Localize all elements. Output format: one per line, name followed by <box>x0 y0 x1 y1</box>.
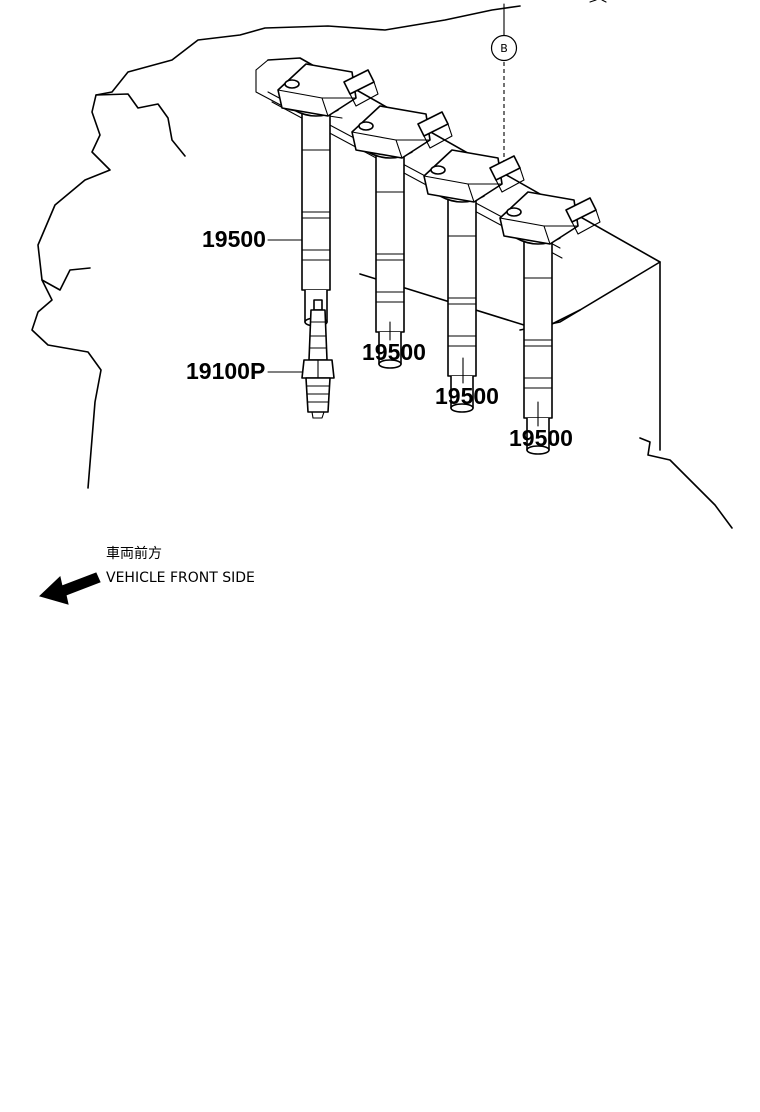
part-number-19100p-spark-plug: 19100P <box>186 358 265 384</box>
part-number-19500-coil-1: 19500 <box>202 226 266 252</box>
svg-text:B: B <box>500 42 508 55</box>
ignition-coil-icon <box>277 63 379 327</box>
engine-outline <box>31 5 521 489</box>
ignition-coil-icon <box>351 105 453 369</box>
direction-label-japanese: 車両前方 <box>106 545 162 562</box>
part-number-19500-coil-2: 19500 <box>362 339 426 365</box>
part-number-19500-coil-3: 19500 <box>435 383 499 409</box>
ignition-coil-icon <box>423 149 525 413</box>
front-arrow-icon <box>39 572 101 605</box>
spark-plug-icon <box>301 299 335 419</box>
part-number-19500-coil-4: 19500 <box>509 425 573 451</box>
reference-marker-b: B <box>490 34 518 62</box>
direction-label-english: VEHICLE FRONT SIDE <box>106 570 255 586</box>
